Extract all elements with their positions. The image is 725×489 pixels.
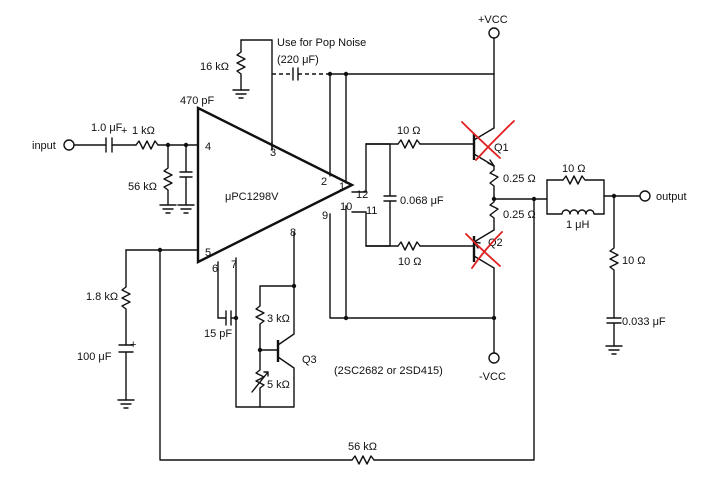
q3-transistor	[277, 285, 295, 379]
c15p-label: 15 pF	[204, 328, 232, 340]
wire-feedback	[373, 198, 535, 461]
popnoise-cap-label: (220 μF)	[277, 54, 319, 66]
c100u-capacitor	[118, 344, 134, 401]
pin-4: 4	[205, 141, 211, 153]
ic-label: μPC1298V	[225, 191, 279, 203]
junction	[491, 315, 497, 321]
popnoise-capacitor	[292, 67, 299, 81]
r10-q1-label: 10 Ω	[397, 125, 421, 137]
q3-note: (2SC2682 or 2SD415)	[334, 365, 443, 377]
wire-pin12	[351, 143, 367, 193]
input-56k-resistor	[163, 144, 173, 206]
r10-output-resistor	[546, 175, 605, 215]
q1-cross-mark	[461, 120, 515, 161]
q1-label: Q1	[494, 142, 509, 154]
vcc-neg-terminal	[488, 352, 500, 364]
r18k-label: 1.8 kΩ	[86, 291, 118, 303]
pin-8: 8	[290, 227, 296, 239]
plus-sign: +	[121, 125, 127, 137]
pin-5: 5	[205, 247, 211, 259]
ground-symbol	[159, 204, 177, 214]
q3-label: Q3	[302, 354, 317, 366]
input-resistor	[135, 140, 159, 150]
ground-symbol	[605, 345, 623, 355]
r025b-label: 0.25 Ω	[503, 209, 536, 221]
r025b-resistor	[489, 195, 499, 231]
r18k-resistor	[121, 249, 131, 346]
r10-q2-label: 10 Ω	[398, 256, 422, 268]
popnoise-title: Use for Pop Noise	[277, 37, 366, 49]
junction	[343, 315, 349, 321]
q2-base-resistor	[397, 241, 421, 251]
pin-6: 6	[212, 263, 218, 275]
l1u-inductor	[546, 209, 605, 215]
c100u-label: 100 μF	[77, 351, 112, 363]
wire-pin9	[329, 213, 495, 319]
q1-arrow	[487, 159, 495, 167]
vcc-neg-label: -VCC	[479, 371, 506, 383]
c1u-label: 1.0 μF	[91, 122, 123, 134]
wire-feedback	[159, 249, 353, 461]
vcc-pos-terminal	[488, 27, 500, 39]
pin-9: 9	[322, 210, 328, 222]
wire-pin11	[351, 211, 367, 247]
wire-pin7	[235, 257, 295, 408]
plus-sign: +	[130, 339, 136, 351]
q2-cross-mark	[465, 231, 503, 269]
wire-pin3	[240, 39, 273, 151]
input-terminal	[63, 139, 75, 151]
r1k-label: 1 kΩ	[132, 125, 155, 137]
r56k-fb-label: 56 kΩ	[348, 441, 377, 453]
junction	[233, 315, 239, 321]
c15p-capacitor	[217, 310, 237, 326]
r5k-wiper	[251, 371, 269, 393]
r3k-resistor	[255, 231, 295, 351]
pin-3: 3	[270, 147, 276, 159]
c0033-label: 0.033 μF	[622, 316, 666, 328]
r10-out-label: 10 Ω	[562, 163, 586, 175]
r025a-resistor	[489, 165, 499, 197]
pin-11: 11	[366, 205, 377, 217]
c0068-label: 0.068 μF	[400, 195, 444, 207]
r56k-in-label: 56 kΩ	[128, 181, 157, 193]
zobel-resistor	[609, 195, 619, 319]
vcc-pos-label: +VCC	[478, 14, 508, 26]
ground-symbol	[232, 89, 250, 99]
pin-7: 7	[231, 259, 237, 271]
ic-triangle	[196, 106, 355, 264]
q1-base-resistor	[397, 139, 421, 149]
c470p-label: 470 pF	[180, 95, 215, 107]
l1u-label: 1 μH	[566, 219, 590, 231]
r025a-label: 0.25 Ω	[503, 173, 536, 185]
input-label: input	[32, 140, 56, 152]
r16k-label: 16 kΩ	[200, 61, 229, 73]
ground-symbol	[117, 399, 135, 409]
output-label: output	[656, 191, 687, 203]
input-shunt-capacitor	[179, 144, 193, 206]
r5k-potentiometer	[255, 349, 265, 408]
r10-zobel-label: 10 Ω	[622, 255, 646, 267]
output-terminal	[639, 190, 651, 202]
pin-2: 2	[321, 176, 327, 188]
c0068-capacitor	[365, 143, 397, 247]
r16k-resistor	[236, 39, 246, 91]
q2-label: Q2	[488, 237, 503, 249]
q2-transistor	[473, 229, 495, 269]
input-capacitor	[105, 137, 113, 153]
r56k-feedback-resistor	[351, 455, 375, 465]
pin-1: 1	[339, 181, 345, 193]
r3k-label: 3 kΩ	[267, 313, 290, 325]
ground-symbol	[177, 204, 195, 214]
r5k-label: 5 kΩ	[267, 379, 290, 391]
zobel-capacitor	[606, 317, 622, 347]
